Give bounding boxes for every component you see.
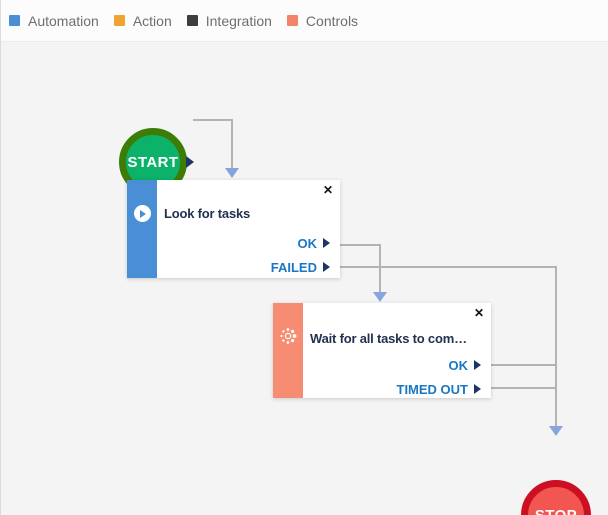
legend-label: Controls	[305, 12, 359, 29]
connector-line	[379, 244, 381, 292]
port-label: FAILED	[270, 259, 317, 275]
connector-line	[231, 119, 233, 170]
legend-item-action: Action	[113, 12, 172, 29]
port-timed-out[interactable]: TIMED OUT	[396, 381, 481, 397]
task-node-look-for-tasks[interactable]: ✕ Look for tasks OK FAILED	[127, 180, 340, 278]
arrowhead-icon	[373, 292, 387, 302]
legend-label: Action	[132, 12, 172, 29]
flow-canvas[interactable]: START ✕ Look for tasks OK FAILED	[1, 42, 608, 515]
port-arrow-icon	[474, 360, 481, 370]
controls-color-swatch	[286, 15, 298, 26]
play-circle-icon	[133, 205, 151, 222]
arrowhead-icon	[549, 426, 563, 436]
port-ok[interactable]: OK	[448, 357, 481, 373]
connector-line	[340, 266, 556, 268]
automation-color-swatch	[9, 15, 20, 26]
automation-accent-bar	[127, 180, 157, 278]
integration-color-swatch	[186, 15, 198, 26]
stop-node[interactable]: STOP	[521, 480, 591, 515]
node-title: Look for tasks	[164, 206, 251, 221]
legend-label: Automation	[28, 12, 99, 29]
task-node-wait-for-all-tasks[interactable]: ✕ Wait for all tasks to compl... OK TIME…	[273, 303, 491, 398]
close-icon[interactable]: ✕	[473, 306, 484, 320]
connector-line	[491, 387, 555, 389]
close-icon[interactable]: ✕	[322, 183, 333, 197]
spinner-icon	[278, 326, 298, 398]
legend-item-controls: Controls	[286, 12, 359, 29]
arrowhead-icon	[225, 168, 239, 178]
node-title: Wait for all tasks to compl...	[310, 331, 470, 346]
legend-label: Integration	[205, 12, 272, 29]
connector-line	[555, 266, 557, 427]
stop-node-label: STOP	[534, 506, 578, 515]
port-label: OK	[297, 235, 318, 251]
controls-accent-bar	[273, 303, 303, 398]
connector-line	[491, 364, 555, 366]
connector-line	[193, 119, 233, 121]
start-node-label: START	[127, 153, 179, 171]
port-arrow-icon	[323, 262, 330, 272]
legend-item-automation: Automation	[9, 13, 99, 29]
port-label: TIMED OUT	[396, 381, 469, 397]
port-label: OK	[448, 357, 469, 373]
port-failed[interactable]: FAILED	[270, 259, 330, 275]
port-arrow-icon	[474, 384, 481, 394]
action-color-swatch	[113, 15, 125, 26]
port-arrow-icon	[323, 238, 330, 248]
play-triangle-icon	[140, 209, 146, 218]
port-ok[interactable]: OK	[297, 235, 330, 251]
legend: Automation Action Integration Controls	[1, 0, 608, 42]
connector-line	[340, 244, 380, 246]
legend-item-integration: Integration	[186, 12, 272, 29]
start-output-port-icon[interactable]	[186, 156, 194, 168]
